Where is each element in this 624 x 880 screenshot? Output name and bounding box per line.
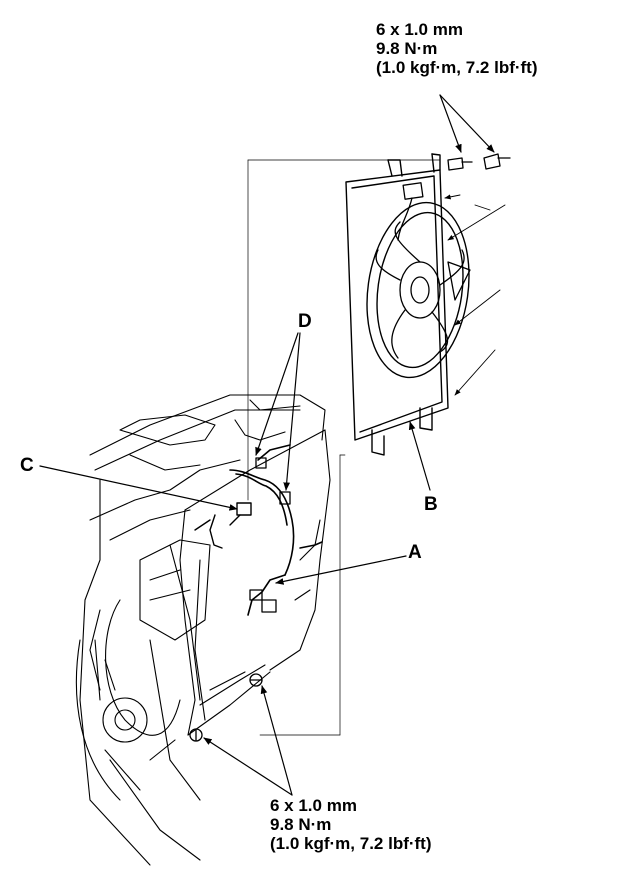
wire-harness-d (229, 444, 323, 616)
fan-shroud-b (345, 153, 470, 456)
removal-direction-arrows (444, 194, 506, 396)
bolt-size-label: 6 x 1.0 mm (270, 796, 357, 815)
torque-alt-units-label: (1.0 kgf·m, 7.2 lbf·ft) (270, 834, 432, 853)
torque-value-label: 9.8 N·m (270, 815, 332, 834)
leader-lines (39, 94, 495, 796)
bolt-icon (447, 153, 511, 171)
torque-spec-top: 6 x 1.0 mm 9.8 N·m (1.0 kgf·m, 7.2 lbf·f… (376, 20, 538, 77)
callout-c: C (20, 455, 34, 476)
torque-alt-units-label: (1.0 kgf·m, 7.2 lbf·ft) (376, 58, 538, 77)
torque-value-label: 9.8 N·m (376, 39, 438, 58)
torque-spec-bottom: 6 x 1.0 mm 9.8 N·m (1.0 kgf·m, 7.2 lbf·f… (270, 796, 432, 853)
callout-a: A (408, 542, 422, 563)
cooling-fan-icon (375, 221, 471, 359)
alignment-guides (247, 159, 441, 736)
engine-bay-outline (75, 394, 326, 866)
callout-b: B (424, 494, 438, 515)
fan-mount-frame (179, 429, 331, 736)
harness-clip-icon (249, 457, 291, 613)
fan-connector (397, 182, 424, 241)
connector-icon (194, 502, 252, 549)
bolt-size-label: 6 x 1.0 mm (376, 20, 463, 39)
lower-bolt-icon (189, 673, 263, 742)
callout-d: D (298, 311, 312, 332)
